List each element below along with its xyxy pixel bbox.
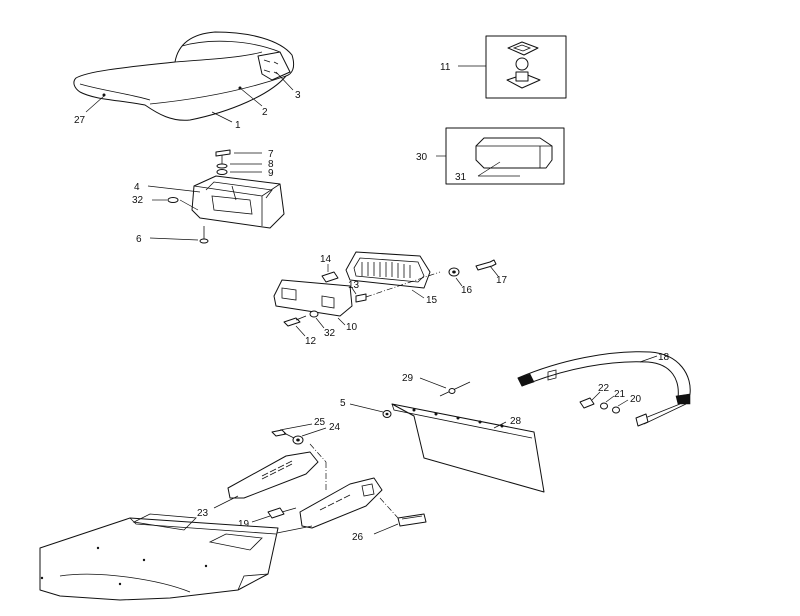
seat-cushion bbox=[73, 31, 295, 121]
callout-9: 9 bbox=[268, 168, 274, 179]
storage-box bbox=[191, 175, 285, 229]
callout-2: 2 bbox=[262, 107, 268, 118]
grab-handle-group: 18 22 21 20 bbox=[517, 351, 691, 427]
callout-16: 16 bbox=[461, 285, 473, 296]
callout-22: 22 bbox=[598, 383, 610, 394]
callout-28: 28 bbox=[510, 416, 522, 427]
callout-27: 27 bbox=[74, 115, 86, 126]
callout-15: 15 bbox=[426, 295, 438, 306]
callout-23a: 23 bbox=[197, 508, 209, 519]
callout-29: 29 bbox=[402, 373, 414, 384]
inset-11: 11 bbox=[440, 35, 567, 99]
callout-30: 30 bbox=[416, 152, 428, 163]
callout-24: 24 bbox=[329, 422, 341, 433]
callout-17: 17 bbox=[496, 275, 508, 286]
seat-assembly: 1 2 3 27 bbox=[73, 31, 301, 131]
taillight-group: 15 10 14 13 16 17 12 32 bbox=[273, 251, 508, 347]
callout-26: 26 bbox=[352, 532, 364, 543]
callout-10: 10 bbox=[346, 322, 358, 333]
inset-30: 30 31 bbox=[416, 127, 565, 185]
callout-14: 14 bbox=[320, 254, 332, 265]
callout-8: 8 bbox=[268, 159, 274, 170]
molding-upper bbox=[227, 451, 319, 499]
rear-molding-group: 23 23 25 24 19 26 bbox=[197, 417, 427, 545]
callout-1: 1 bbox=[235, 120, 241, 131]
snow-flap bbox=[391, 403, 545, 493]
callout-6: 6 bbox=[136, 234, 142, 245]
callout-5: 5 bbox=[340, 398, 346, 409]
callout-11: 11 bbox=[440, 62, 451, 73]
chassis-rear bbox=[39, 513, 279, 601]
callout-4: 4 bbox=[134, 182, 140, 193]
chassis-deck bbox=[39, 517, 279, 601]
reflector bbox=[397, 513, 427, 527]
callout-18: 18 bbox=[658, 352, 670, 363]
snow-flap-group: 28 29 5 bbox=[340, 373, 545, 493]
storage-box-group: 7 8 9 4 32 6 bbox=[132, 149, 285, 245]
callout-20: 20 bbox=[630, 394, 642, 405]
taillight-housing bbox=[273, 279, 353, 317]
callout-21: 21 bbox=[614, 389, 626, 400]
callout-3: 3 bbox=[295, 90, 301, 101]
callout-31: 31 bbox=[455, 172, 467, 183]
callout-25: 25 bbox=[314, 417, 326, 428]
callout-19: 19 bbox=[238, 519, 250, 530]
callout-32b: 32 bbox=[324, 328, 336, 339]
callout-12: 12 bbox=[305, 336, 317, 347]
molding-lower bbox=[299, 477, 383, 529]
callout-32a: 32 bbox=[132, 195, 144, 206]
callout-13: 13 bbox=[348, 280, 360, 291]
seat-patch bbox=[257, 51, 291, 81]
callout-7: 7 bbox=[268, 149, 274, 160]
